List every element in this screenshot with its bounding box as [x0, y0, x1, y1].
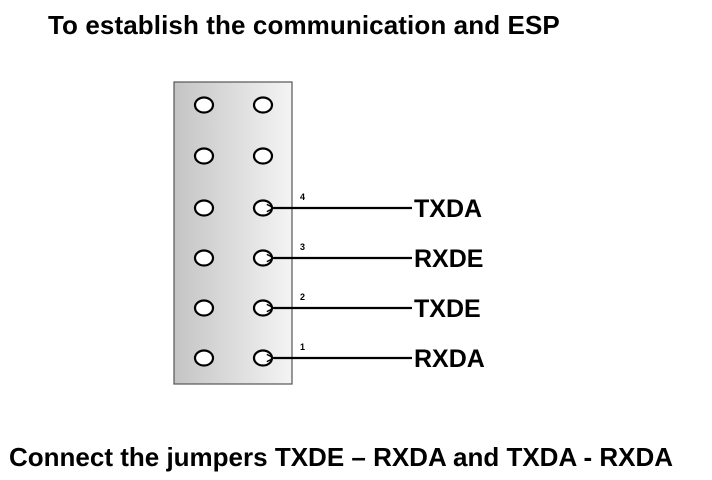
instruction-footer: Connect the jumpers TXDE – RXDA and TXDA… — [9, 442, 674, 472]
pin-hole-r6-c2 — [252, 349, 274, 367]
signal-label-rxda: RXDA — [414, 345, 485, 373]
pin-number-label: 2 — [300, 292, 305, 302]
connection-txda: 4 TXDA — [274, 192, 482, 223]
pin-header-body — [173, 81, 293, 385]
connections: 4 TXDA 3 RXDE 2 TXDE 1 RXDA — [274, 192, 485, 373]
pin-number-label: 3 — [300, 242, 305, 252]
pin-hole-r1-c2 — [252, 96, 274, 114]
pin-hole-r5-c1 — [193, 299, 215, 317]
pin-grid — [193, 96, 274, 367]
pin-hole-r2-c2 — [252, 147, 274, 165]
pin-hole-r3-c2 — [252, 199, 274, 217]
signal-label-txda: TXDA — [414, 195, 482, 223]
pin-hole-r1-c1 — [193, 96, 215, 114]
pin-hole-r6-c1 — [193, 349, 215, 367]
pin-hole-r5-c2 — [252, 299, 274, 317]
connection-rxde: 3 RXDE — [274, 242, 483, 273]
page-title: To establish the communication and ESP — [48, 10, 560, 40]
connection-txde: 2 TXDE — [274, 292, 481, 323]
signal-label-txde: TXDE — [414, 295, 481, 323]
signal-label-rxde: RXDE — [414, 245, 483, 273]
pin-hole-r3-c1 — [193, 199, 215, 217]
pin-hole-r4-c2 — [252, 249, 274, 267]
pin-hole-r4-c1 — [193, 249, 215, 267]
connection-rxda: 1 RXDA — [274, 342, 485, 373]
pin-number-label: 4 — [300, 192, 305, 202]
pin-number-label: 1 — [300, 342, 305, 352]
pin-hole-r2-c1 — [193, 147, 215, 165]
